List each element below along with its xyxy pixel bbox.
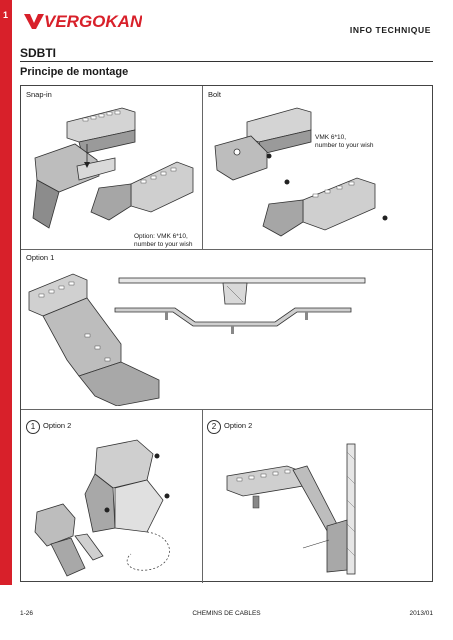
panel-label-bolt: Bolt <box>208 90 221 99</box>
bolt-note-line-1: VMK 6*10, <box>315 134 347 141</box>
chapter-number: 1 <box>3 10 9 20</box>
panel-label-option1: Option 1 <box>26 253 55 262</box>
vergokan-logo-icon: VERGOKAN <box>24 12 143 31</box>
snapin-note-line-2: number to your wish <box>134 241 193 248</box>
footer-date: 2013/01 <box>409 610 434 617</box>
bolt-illustration <box>214 107 388 237</box>
option2-left-illustration <box>34 439 170 577</box>
assembly-diagram-frame: Snap-in Bolt Option 1 1 Option 2 2 Optio… <box>20 85 433 583</box>
divider-horizontal-2 <box>21 409 432 410</box>
page-title: SDBTI <box>20 46 56 60</box>
footer-page-number: 1-26 <box>20 610 34 617</box>
brand-logo: VERGOKAN <box>22 9 143 36</box>
step-number-1: 1 <box>26 420 40 434</box>
panel-label-option2-a: Option 2 <box>43 421 72 430</box>
page-subtitle: Principe de montage <box>20 66 129 78</box>
option1-illustration <box>28 273 366 406</box>
snapin-note-line-1: Option: VMK 6*10, <box>134 233 188 240</box>
divider-vertical-bottom <box>202 409 203 583</box>
step-number-2: 2 <box>207 420 221 434</box>
panel-label-option2-b: Option 2 <box>224 421 253 430</box>
divider-horizontal-1 <box>21 249 432 250</box>
option2-right-illustration <box>226 443 356 575</box>
snapin-illustration <box>32 107 194 229</box>
bolt-note: VMK 6*10, number to your wish <box>315 134 374 150</box>
title-divider <box>20 61 433 62</box>
panel-label-snapin: Snap-in <box>26 90 52 99</box>
snapin-note: Option: VMK 6*10, number to your wish <box>134 233 193 249</box>
brand-name: VERGOKAN <box>44 12 142 31</box>
section-header: INFO TECHNIQUE <box>349 25 431 35</box>
footer-section: CHEMINS DE CABLES <box>192 610 261 617</box>
side-color-bar: 1 <box>0 0 12 585</box>
divider-vertical-top <box>202 86 203 249</box>
bolt-note-line-2: number to your wish <box>315 142 374 149</box>
